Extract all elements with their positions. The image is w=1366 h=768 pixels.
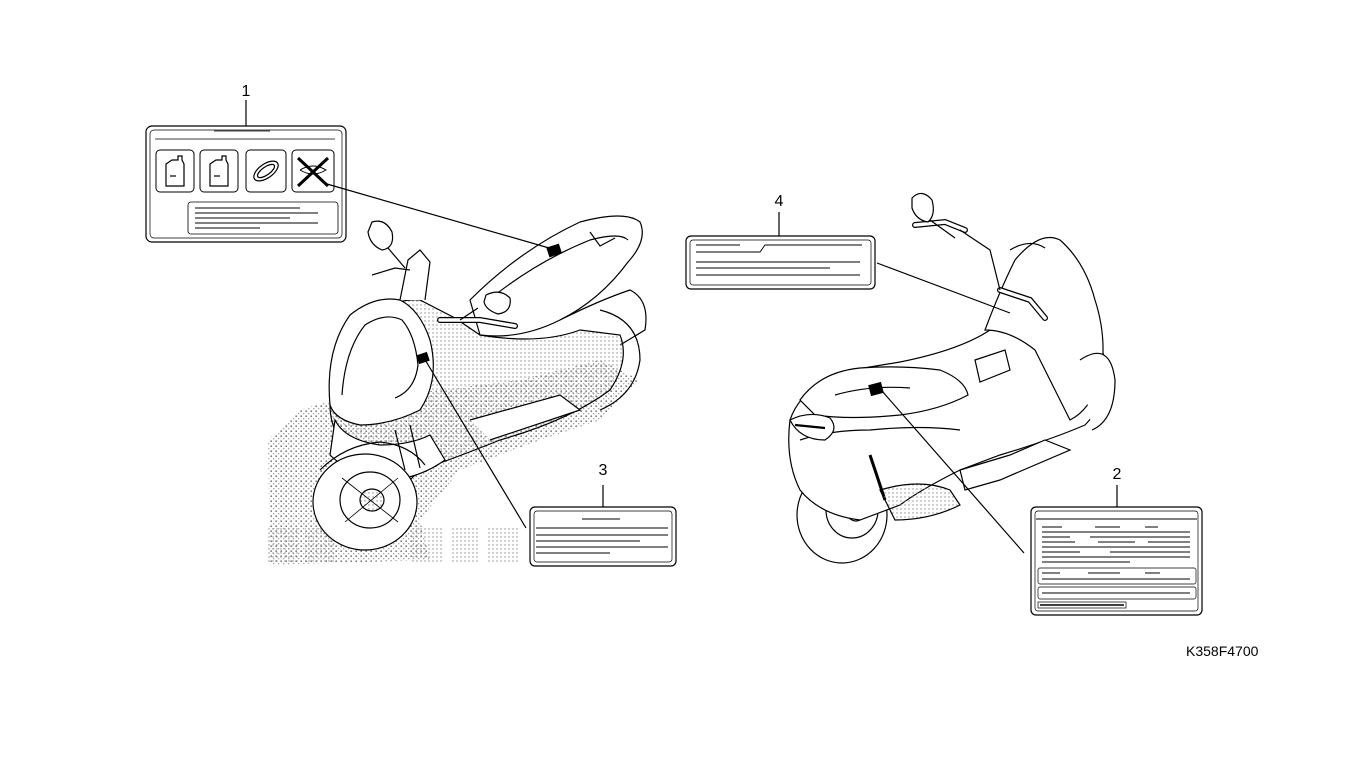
diagram-code: K358F4700 xyxy=(1186,643,1259,659)
seat-rear xyxy=(799,366,969,419)
leader-3 xyxy=(423,357,527,529)
oil-bottle-icon xyxy=(155,149,195,193)
oil-bottle-icon-2 xyxy=(199,149,239,193)
scooter-rear-view xyxy=(788,192,1116,564)
label-4 xyxy=(685,235,876,290)
leader-4 xyxy=(876,262,1011,314)
leader-lines xyxy=(245,100,1118,554)
handlebar-left xyxy=(371,267,411,276)
shadow-lettering xyxy=(268,528,518,564)
front-fairing xyxy=(984,236,1104,421)
front-cowl xyxy=(328,298,434,426)
belt-icon xyxy=(245,149,287,193)
callout-2: 2 xyxy=(1112,466,1122,483)
mirror-right xyxy=(483,291,511,315)
label-1 xyxy=(145,125,347,243)
label-3 xyxy=(529,506,677,567)
mirror-left xyxy=(367,220,394,251)
mirror-rear-left xyxy=(911,192,934,223)
callout-4: 4 xyxy=(774,193,784,210)
no-chain-icon xyxy=(291,149,335,193)
scooter-front-view xyxy=(268,215,647,565)
callout-3: 3 xyxy=(598,462,608,479)
leader-2 xyxy=(881,390,1025,554)
label-2 xyxy=(1030,506,1203,616)
leader-1 xyxy=(326,183,557,251)
callout-1: 1 xyxy=(241,83,251,100)
seat xyxy=(469,215,643,337)
